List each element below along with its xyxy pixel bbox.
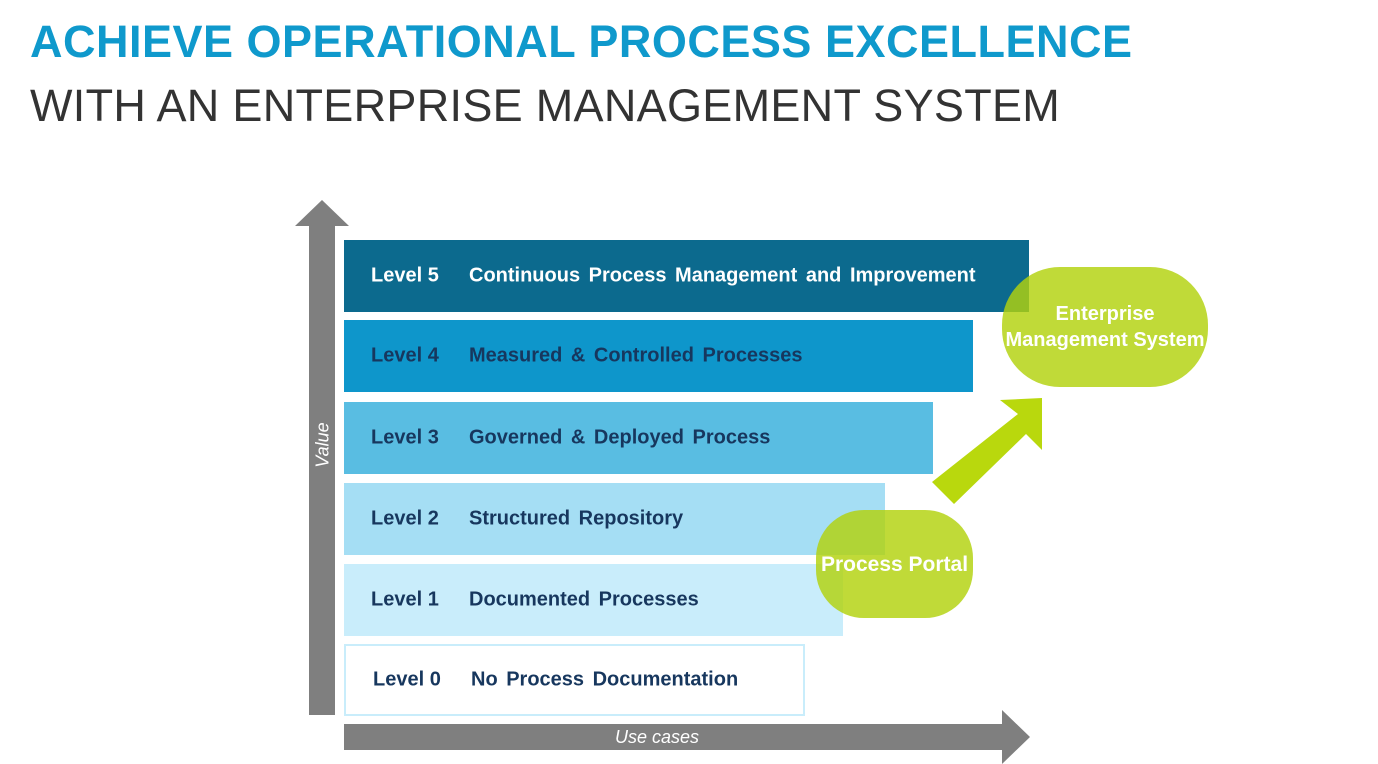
enterprise-management-system-bubble: Enterprise Management System [1002, 267, 1208, 387]
level-name: Measured & Controlled Processes [469, 344, 803, 367]
level-number: Level 4 [371, 344, 439, 367]
enterprise-management-system-label: Enterprise Management System [1005, 303, 1205, 351]
use-cases-axis-label: Use cases [615, 727, 700, 747]
level-name: Governed & Deployed Process [469, 426, 771, 449]
progression-arrow-shape [932, 398, 1042, 504]
level-number: Level 3 [371, 426, 439, 449]
value-axis-shaft [309, 224, 335, 715]
level-1-bar: Level 1 Documented Processes [344, 564, 843, 636]
level-name: No Process Documentation [471, 668, 739, 691]
process-portal-label: Process Portal [820, 552, 969, 576]
level-name: Structured Repository [469, 507, 684, 530]
progression-arrow-icon [932, 398, 1042, 504]
level-number: Level 1 [371, 588, 439, 611]
title-line-1: ACHIEVE OPERATIONAL PROCESS EXCELLENCE [30, 16, 1133, 67]
level-name: Documented Processes [469, 588, 699, 611]
value-axis-arrowhead [295, 200, 349, 226]
level-number: Level 5 [371, 264, 439, 287]
value-axis-label: Value [312, 422, 333, 468]
level-name: Continuous Process Management and Improv… [469, 264, 976, 287]
level-0-bar: Level 0 No Process Documentation [344, 644, 805, 716]
level-4-bar: Level 4 Measured & Controlled Processes [344, 320, 973, 392]
level-5-bar: Level 5 Continuous Process Management an… [344, 240, 1029, 312]
use-cases-axis-arrowhead [1002, 710, 1030, 764]
level-2-bar: Level 2 Structured Repository [344, 483, 885, 555]
level-number: Level 0 [373, 668, 441, 691]
process-portal-bubble: Process Portal [816, 510, 973, 618]
level-3-bar: Level 3 Governed & Deployed Process [344, 402, 933, 474]
level-number: Level 2 [371, 507, 439, 530]
use-cases-axis-shaft [344, 724, 1004, 750]
title-line-2: WITH AN ENTERPRISE MANAGEMENT SYSTEM [30, 80, 1061, 131]
